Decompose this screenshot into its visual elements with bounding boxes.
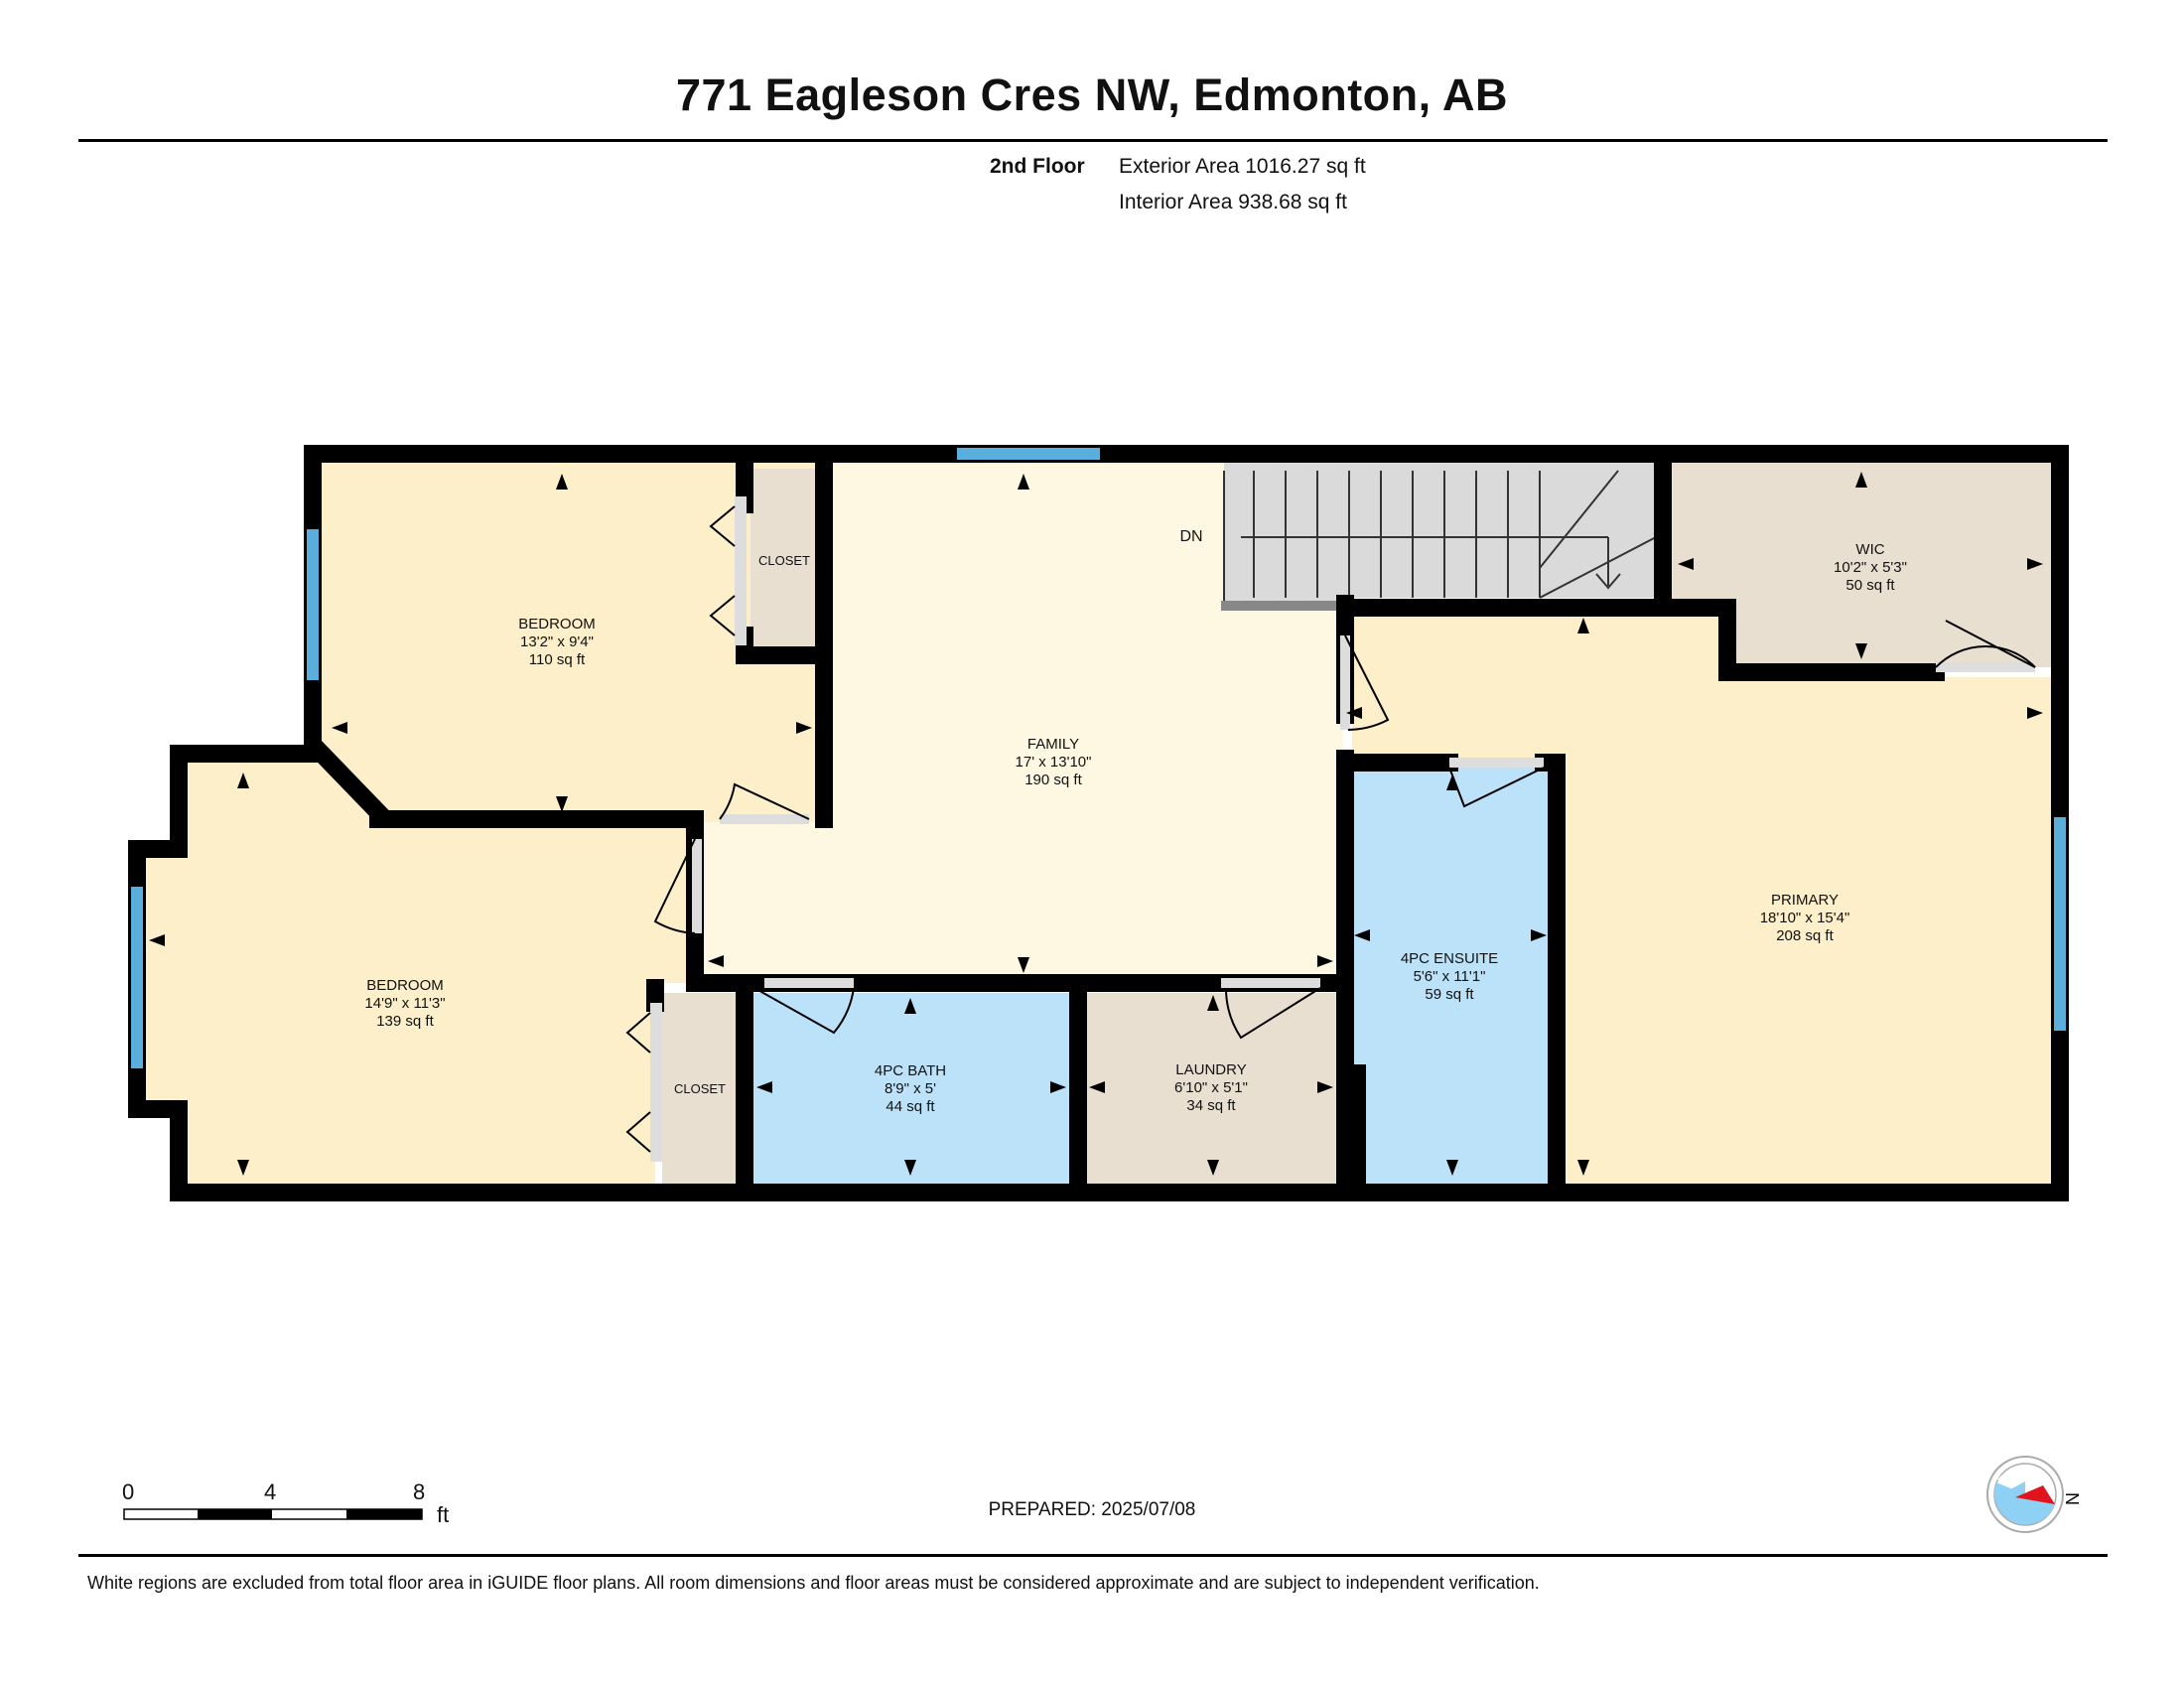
ensuite-area: 59 sq ft [1425,986,1474,1003]
stairs-down-label: DN [1179,528,1202,545]
compass-icon [1986,1456,2064,1533]
laundry-floor [1084,993,1340,1184]
door-swings [625,505,2036,1153]
primary-name: PRIMARY [1771,892,1839,909]
laundry-area: 34 sq ft [1186,1097,1236,1114]
primary-area: 208 sq ft [1776,927,1834,944]
wic-name: WIC [1855,541,1884,558]
bedroom-1-area: 110 sq ft [529,651,586,668]
scale-tick-8: 8 [413,1479,426,1504]
wic-area: 50 sq ft [1845,577,1895,594]
bedroom-2-dims: 14'9" x 11'3" [364,995,445,1012]
stairs-area [1224,463,1658,604]
scale-tick-0: 0 [122,1479,135,1504]
bedroom-1-dims: 13'2" x 9'4" [520,633,594,650]
floor-label: 2nd Floor [990,155,1085,178]
disclaimer-note: White regions are excluded from total fl… [87,1573,1540,1593]
wic-dims: 10'2" x 5'3" [1834,559,1907,576]
ensuite-dims: 5'6" x 11'1" [1414,968,1486,985]
laundry-name: LAUNDRY [1175,1061,1246,1078]
door-openings [650,496,2035,1162]
bath-dims: 8'9" x 5' [885,1080,936,1097]
prepared-date: PREPARED: 2025/07/08 [988,1499,1196,1520]
primary-floor [1352,614,2051,1184]
bedroom-1-name: BEDROOM [518,616,596,633]
stair-landing-edge [1221,601,1345,611]
family-name: FAMILY [1027,736,1079,753]
page-title: 771 Eagleson Cres NW, Edmonton, AB [676,70,1508,120]
closet-1-floor [751,469,820,647]
primary-dims: 18'10" x 15'4" [1760,910,1850,926]
bath-area: 44 sq ft [886,1098,935,1115]
bath-floor [750,993,1072,1184]
closet-2-name: CLOSET [674,1081,726,1096]
exterior-area: Exterior Area 1016.27 sq ft [1119,155,1366,178]
bedroom-1-floor [322,463,819,822]
interior-area: Interior Area 938.68 sq ft [1119,191,1347,213]
ensuite-wall-stub [1345,1064,1366,1192]
family-dims: 17' x 13'10" [1016,754,1092,771]
windows [131,448,2066,1068]
ensuite-floor [1352,767,1553,1184]
laundry-dims: 6'10" x 5'1" [1174,1079,1248,1096]
scale-bar [123,1508,423,1520]
footer-divider [78,1554,2108,1557]
family-floor [695,463,1343,978]
bath-name: 4PC BATH [875,1062,946,1079]
compass-north-label: N [2063,1492,2083,1505]
dimension-arrows [149,472,2043,1176]
bedroom-2-area: 139 sq ft [376,1013,434,1030]
scale-unit: ft [437,1502,450,1527]
bedroom-2-name: BEDROOM [366,977,444,994]
closet-1-name: CLOSET [758,553,810,568]
ensuite-name: 4PC ENSUITE [1401,950,1498,967]
staircase [1223,470,1659,604]
closet-2-floor [662,993,740,1184]
wic-floor [1668,463,2051,667]
scale-tick-4: 4 [264,1479,277,1504]
bedroom-2-floor [137,763,695,1184]
header-divider [78,139,2108,142]
family-area: 190 sq ft [1024,772,1082,788]
